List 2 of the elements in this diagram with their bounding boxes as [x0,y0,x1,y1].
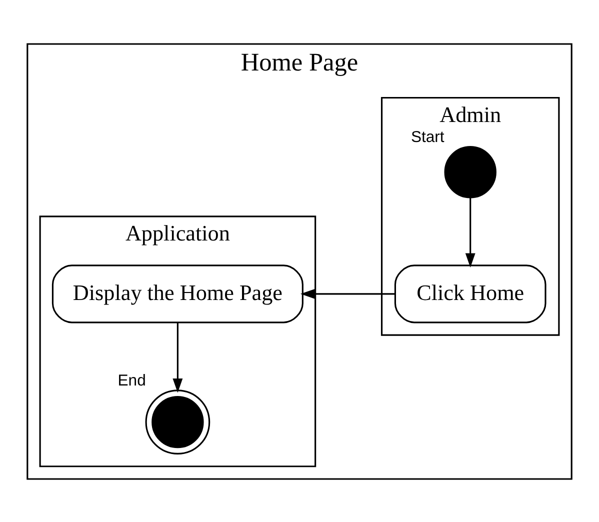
node-label: End [118,372,146,390]
node-label: Start [410,128,444,146]
